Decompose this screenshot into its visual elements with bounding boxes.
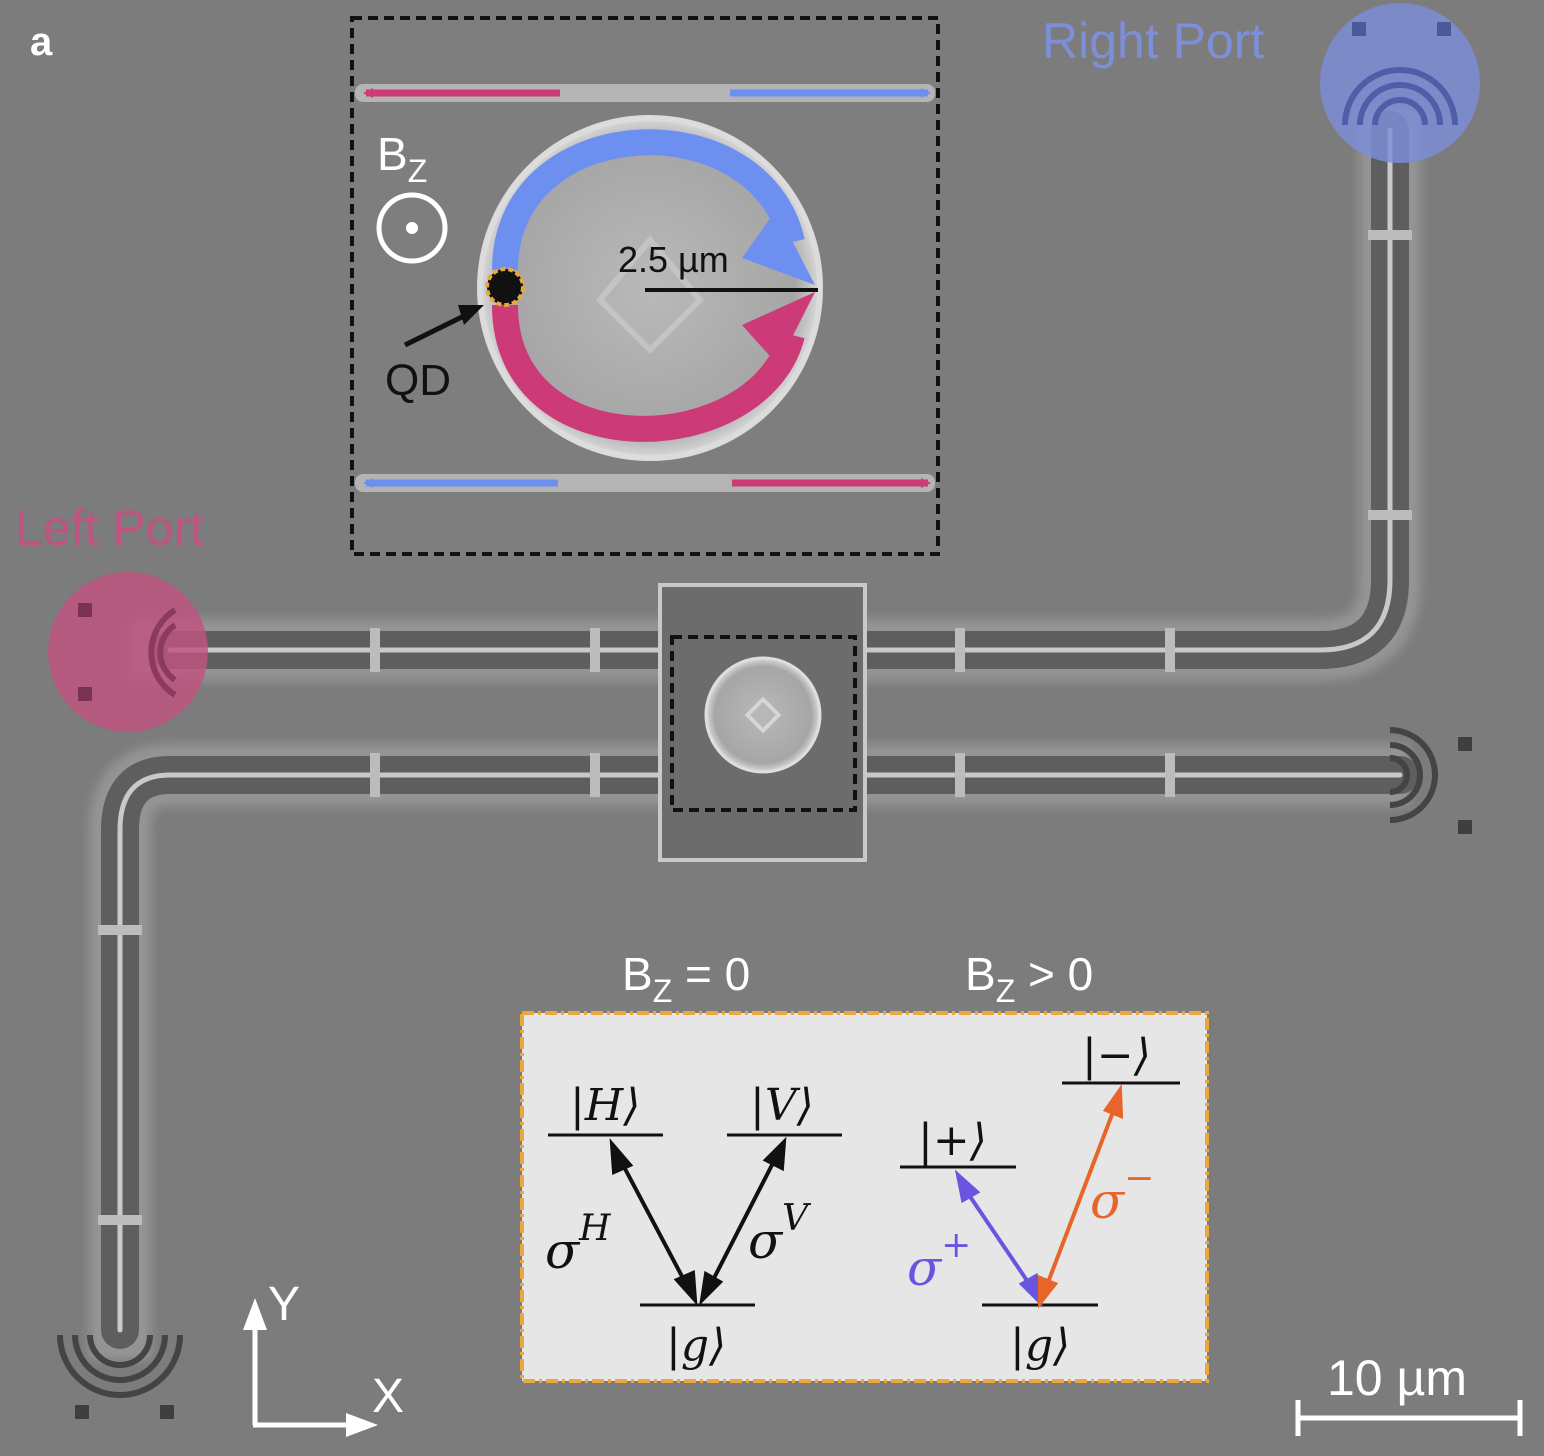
- sigma-plus: σ+: [907, 1225, 971, 1297]
- radius-label: 2.5 µm: [618, 239, 729, 280]
- y-axis-label: Y: [268, 1278, 300, 1331]
- bottom-bus-waveguide: [355, 474, 935, 492]
- bz-label: BZ: [377, 128, 427, 189]
- coordinate-axes: Y X: [243, 1278, 404, 1437]
- state-minus: |−⟩: [1082, 1030, 1151, 1081]
- scale-bar-label: 10 µm: [1327, 1350, 1467, 1406]
- state-H: |H⟩: [570, 1080, 640, 1131]
- state-V: |V⟩: [750, 1080, 814, 1131]
- waveguide-network: [57, 110, 1472, 1419]
- state-plus: |+⟩: [918, 1115, 987, 1166]
- left-port-group: Left Port: [15, 500, 208, 732]
- left-port-label: Left Port: [15, 500, 204, 556]
- grating-coupler-right: [1389, 727, 1438, 823]
- scale-bar: 10 µm: [1295, 1350, 1523, 1436]
- qd-label: QD: [385, 356, 451, 405]
- inset-frame: [350, 16, 940, 556]
- panel-label: a: [30, 20, 53, 64]
- state-g-right: |g⟩: [1010, 1320, 1070, 1371]
- right-diagram-title: BZ > 0: [965, 948, 1093, 1009]
- zoom-box: [670, 635, 857, 812]
- y-axis-arrowhead-icon: [243, 1298, 267, 1330]
- blue-circulation-arrow: [492, 129, 805, 271]
- sigma-V: σV: [748, 1198, 812, 1270]
- x-axis-arrowhead-icon: [346, 1413, 378, 1437]
- x-axis-label: X: [372, 1370, 404, 1423]
- right-port-label: Right Port: [1042, 13, 1264, 69]
- left-diagram-title: BZ = 0: [622, 948, 750, 1009]
- sigma-plus-arrow: [954, 1169, 1043, 1308]
- sigma-minus: σ−: [1090, 1158, 1154, 1230]
- top-bus-waveguide: [355, 84, 935, 102]
- sigma-minus-arrow: [1038, 1083, 1124, 1309]
- right-port-group: Right Port: [1042, 3, 1480, 163]
- sigma-H: σH: [545, 1208, 611, 1280]
- left-port-marker: [48, 572, 208, 732]
- energy-level-inset: BZ = 0 BZ > 0 |H⟩ |V⟩ |g⟩ σH σV |+⟩ |−⟩ …: [520, 948, 1209, 1383]
- state-g-left: |g⟩: [666, 1320, 726, 1371]
- grating-coupler-bottom: [57, 1334, 183, 1398]
- red-circulation-arrow: [492, 304, 805, 442]
- energy-level-box: [520, 1011, 1209, 1383]
- bz-out-of-plane-icon: [376, 192, 448, 264]
- quantum-dot: [485, 267, 525, 307]
- ring-inset: 2.5 µm QD BZ: [350, 16, 940, 556]
